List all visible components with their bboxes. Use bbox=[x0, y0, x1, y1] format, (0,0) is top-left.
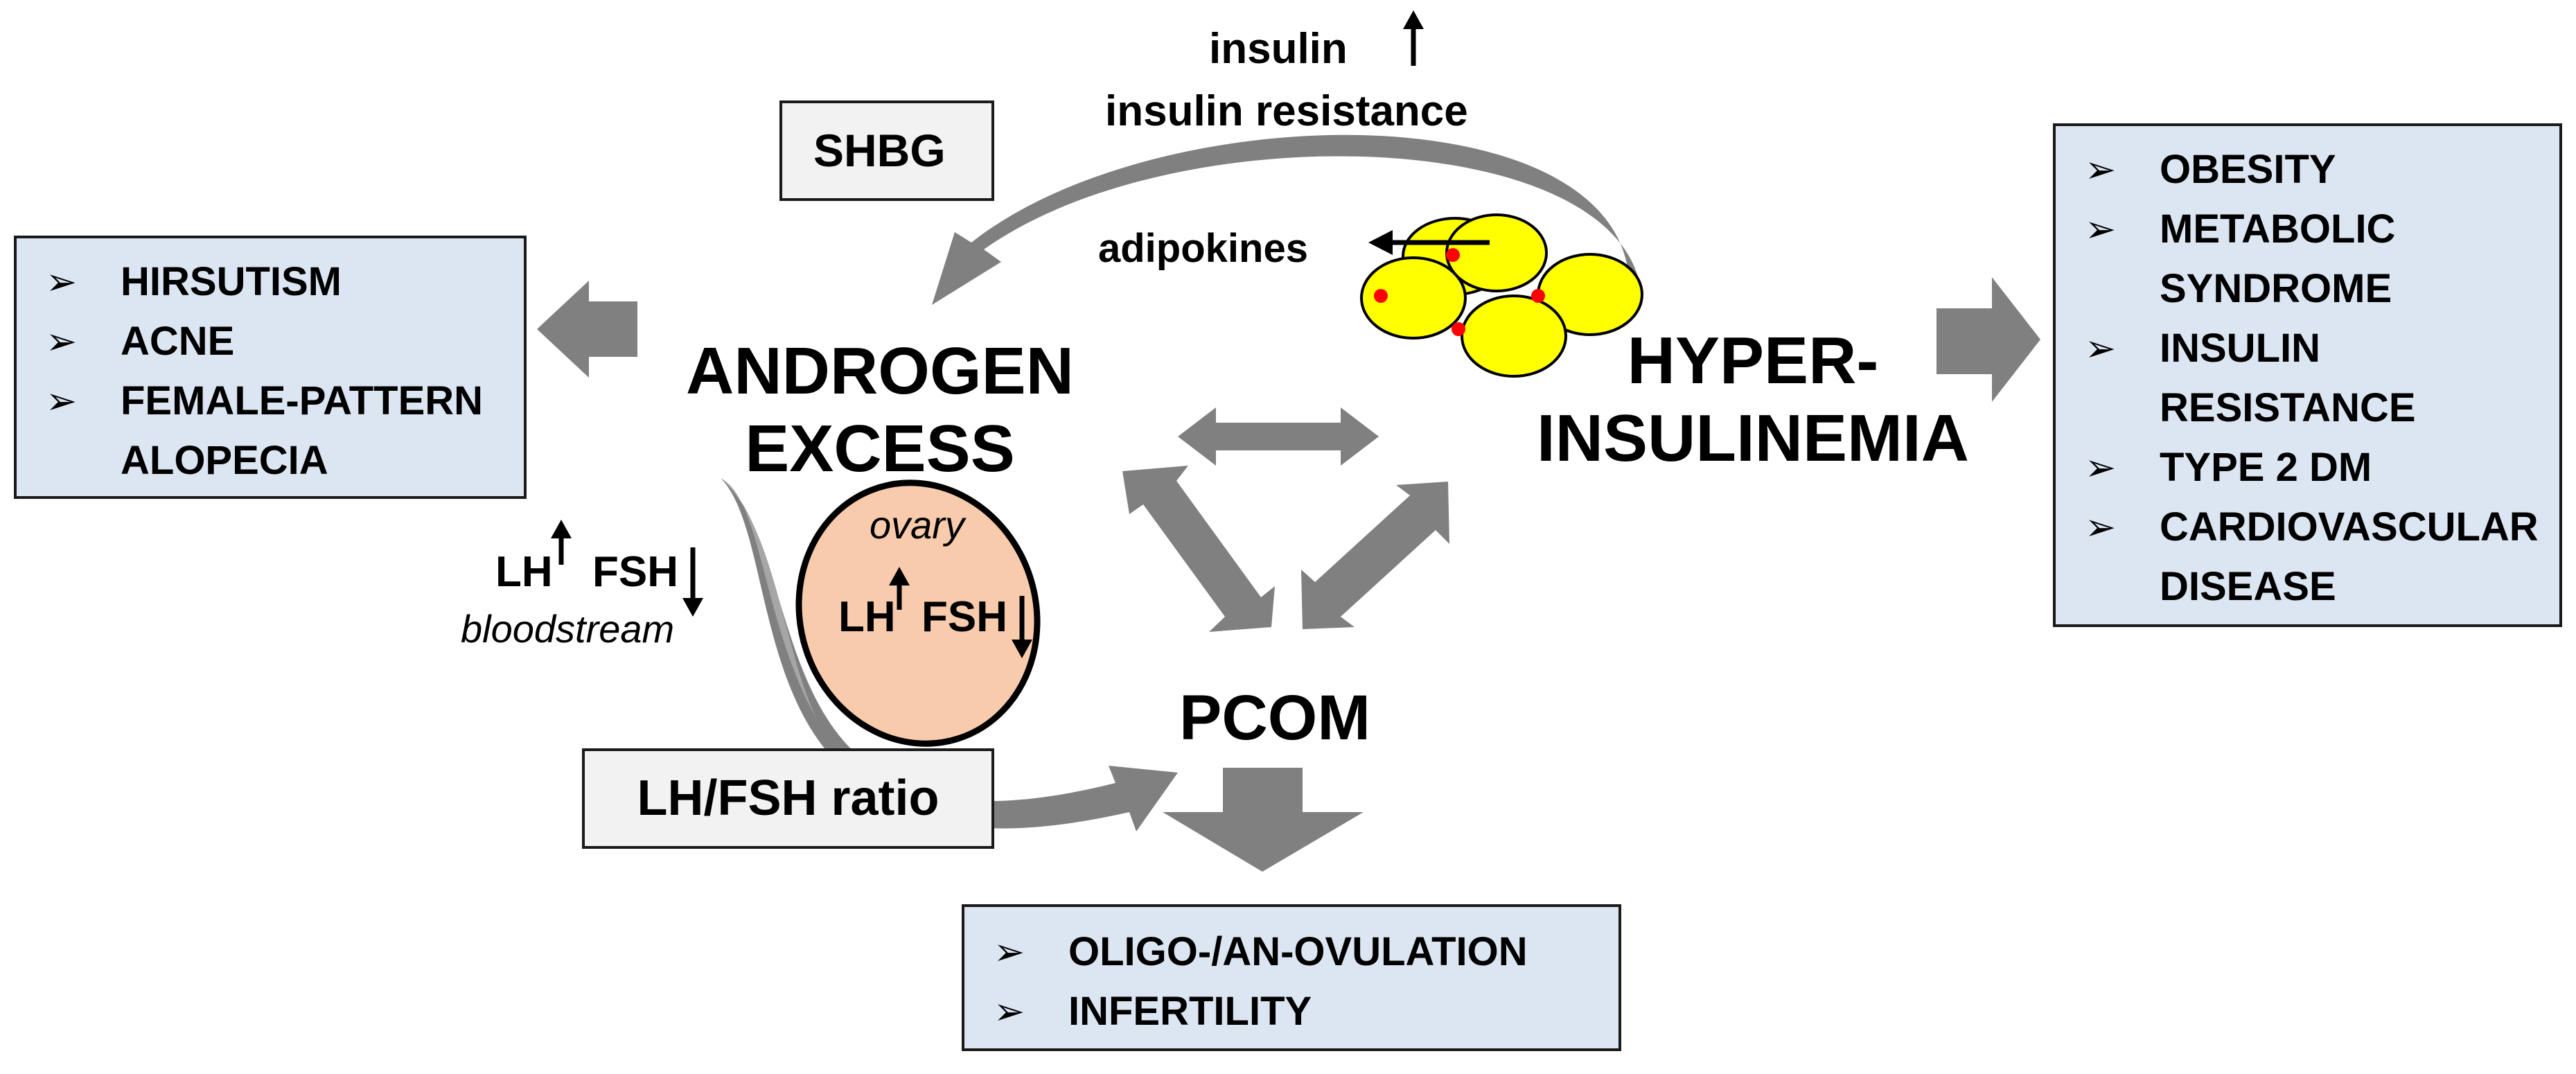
insulin-resistance-label: insulin resistance bbox=[1105, 87, 1468, 135]
curved-arrow-shadow bbox=[721, 478, 818, 721]
adipocyte-dots bbox=[1374, 248, 1545, 336]
arrow-to-bottom-box bbox=[1163, 768, 1364, 872]
arrow-androgen-hyperinsulinemia bbox=[1178, 407, 1379, 466]
bullet-arrow-icon: ➢ bbox=[2085, 447, 2117, 488]
list-item: ➢HIRSUTISM bbox=[17, 252, 524, 312]
arrow-androgen-pcom bbox=[1122, 466, 1275, 632]
bloodstream-label: bloodstream bbox=[461, 607, 675, 651]
blood-fsh-label: FSH bbox=[592, 548, 678, 596]
pcom-label: PCOM bbox=[1179, 683, 1370, 753]
bottom-outcome-box: ➢OLIGO-/AN-OVULATION ➢INFERTILITY bbox=[962, 904, 1621, 1051]
shbg-box: SHBG bbox=[779, 100, 994, 201]
list-item: ➢METABOLIC SYNDROME bbox=[2056, 200, 2559, 319]
lh-fsh-ratio-box: LH/FSH ratio bbox=[582, 748, 994, 849]
right-outcome-box: ➢OBESITY ➢METABOLIC SYNDROME ➢INSULIN RE… bbox=[2053, 123, 2562, 627]
adipocyte bbox=[1445, 213, 1548, 292]
list-item: ➢CARDIOVASCULAR DISEASE bbox=[2056, 498, 2559, 617]
bullet-arrow-icon: ➢ bbox=[2085, 507, 2117, 548]
bullet-arrow-icon: ➢ bbox=[46, 321, 78, 362]
bullet-arrow-icon: ➢ bbox=[46, 380, 78, 422]
curved-arrow-lh-fsh bbox=[721, 478, 1178, 831]
thin-arrows bbox=[551, 10, 1490, 658]
list-item: ➢INFERTILITY bbox=[964, 982, 1618, 1041]
list-item: ➢ACNE bbox=[17, 312, 524, 371]
arrow-to-left-box bbox=[537, 281, 637, 378]
shbg-label: SHBG bbox=[813, 125, 946, 176]
ovary-shape bbox=[795, 479, 1041, 747]
bullet-arrow-icon: ➢ bbox=[994, 991, 1025, 1032]
curved-arrow-shbg bbox=[932, 134, 1642, 305]
ovary-label: ovary bbox=[870, 503, 964, 547]
bullet-arrow-icon: ➢ bbox=[2085, 328, 2117, 369]
list-item: ➢OBESITY bbox=[2056, 140, 2559, 200]
bullet-arrow-icon: ➢ bbox=[2085, 209, 2117, 250]
insulin-label: insulin bbox=[1209, 25, 1348, 73]
bullet-arrow-icon: ➢ bbox=[46, 261, 78, 303]
list-item: ➢FEMALE-PATTERN ALOPECIA bbox=[17, 371, 524, 491]
adipokines-label: adipokines bbox=[1098, 226, 1308, 271]
bullet-arrow-icon: ➢ bbox=[994, 931, 1025, 973]
list-item: ➢TYPE 2 DM bbox=[2056, 438, 2559, 498]
bullet-arrow-icon: ➢ bbox=[2085, 149, 2117, 191]
arrow-hyperinsulinemia-pcom bbox=[1301, 482, 1449, 629]
arrow-to-right-box bbox=[1937, 277, 2040, 402]
left-outcome-box: ➢HIRSUTISM ➢ACNE ➢FEMALE-PATTERN ALOPECI… bbox=[14, 236, 527, 499]
blood-lh-label: LH bbox=[495, 548, 553, 596]
ovary-lh-label: LH bbox=[838, 593, 896, 641]
list-item: ➢INSULIN RESISTANCE bbox=[2056, 319, 2559, 438]
ovary-fsh-label: FSH bbox=[921, 593, 1007, 641]
hyperinsulinemia-label: HYPER- INSULINEMIA bbox=[1537, 324, 1969, 475]
lh-fsh-ratio-label: LH/FSH ratio bbox=[637, 771, 939, 826]
adipocyte bbox=[1461, 294, 1567, 378]
list-item: ➢OLIGO-/AN-OVULATION bbox=[964, 922, 1618, 982]
adipocyte bbox=[1360, 256, 1467, 340]
androgen-excess-label: ANDROGEN EXCESS bbox=[685, 334, 1074, 486]
